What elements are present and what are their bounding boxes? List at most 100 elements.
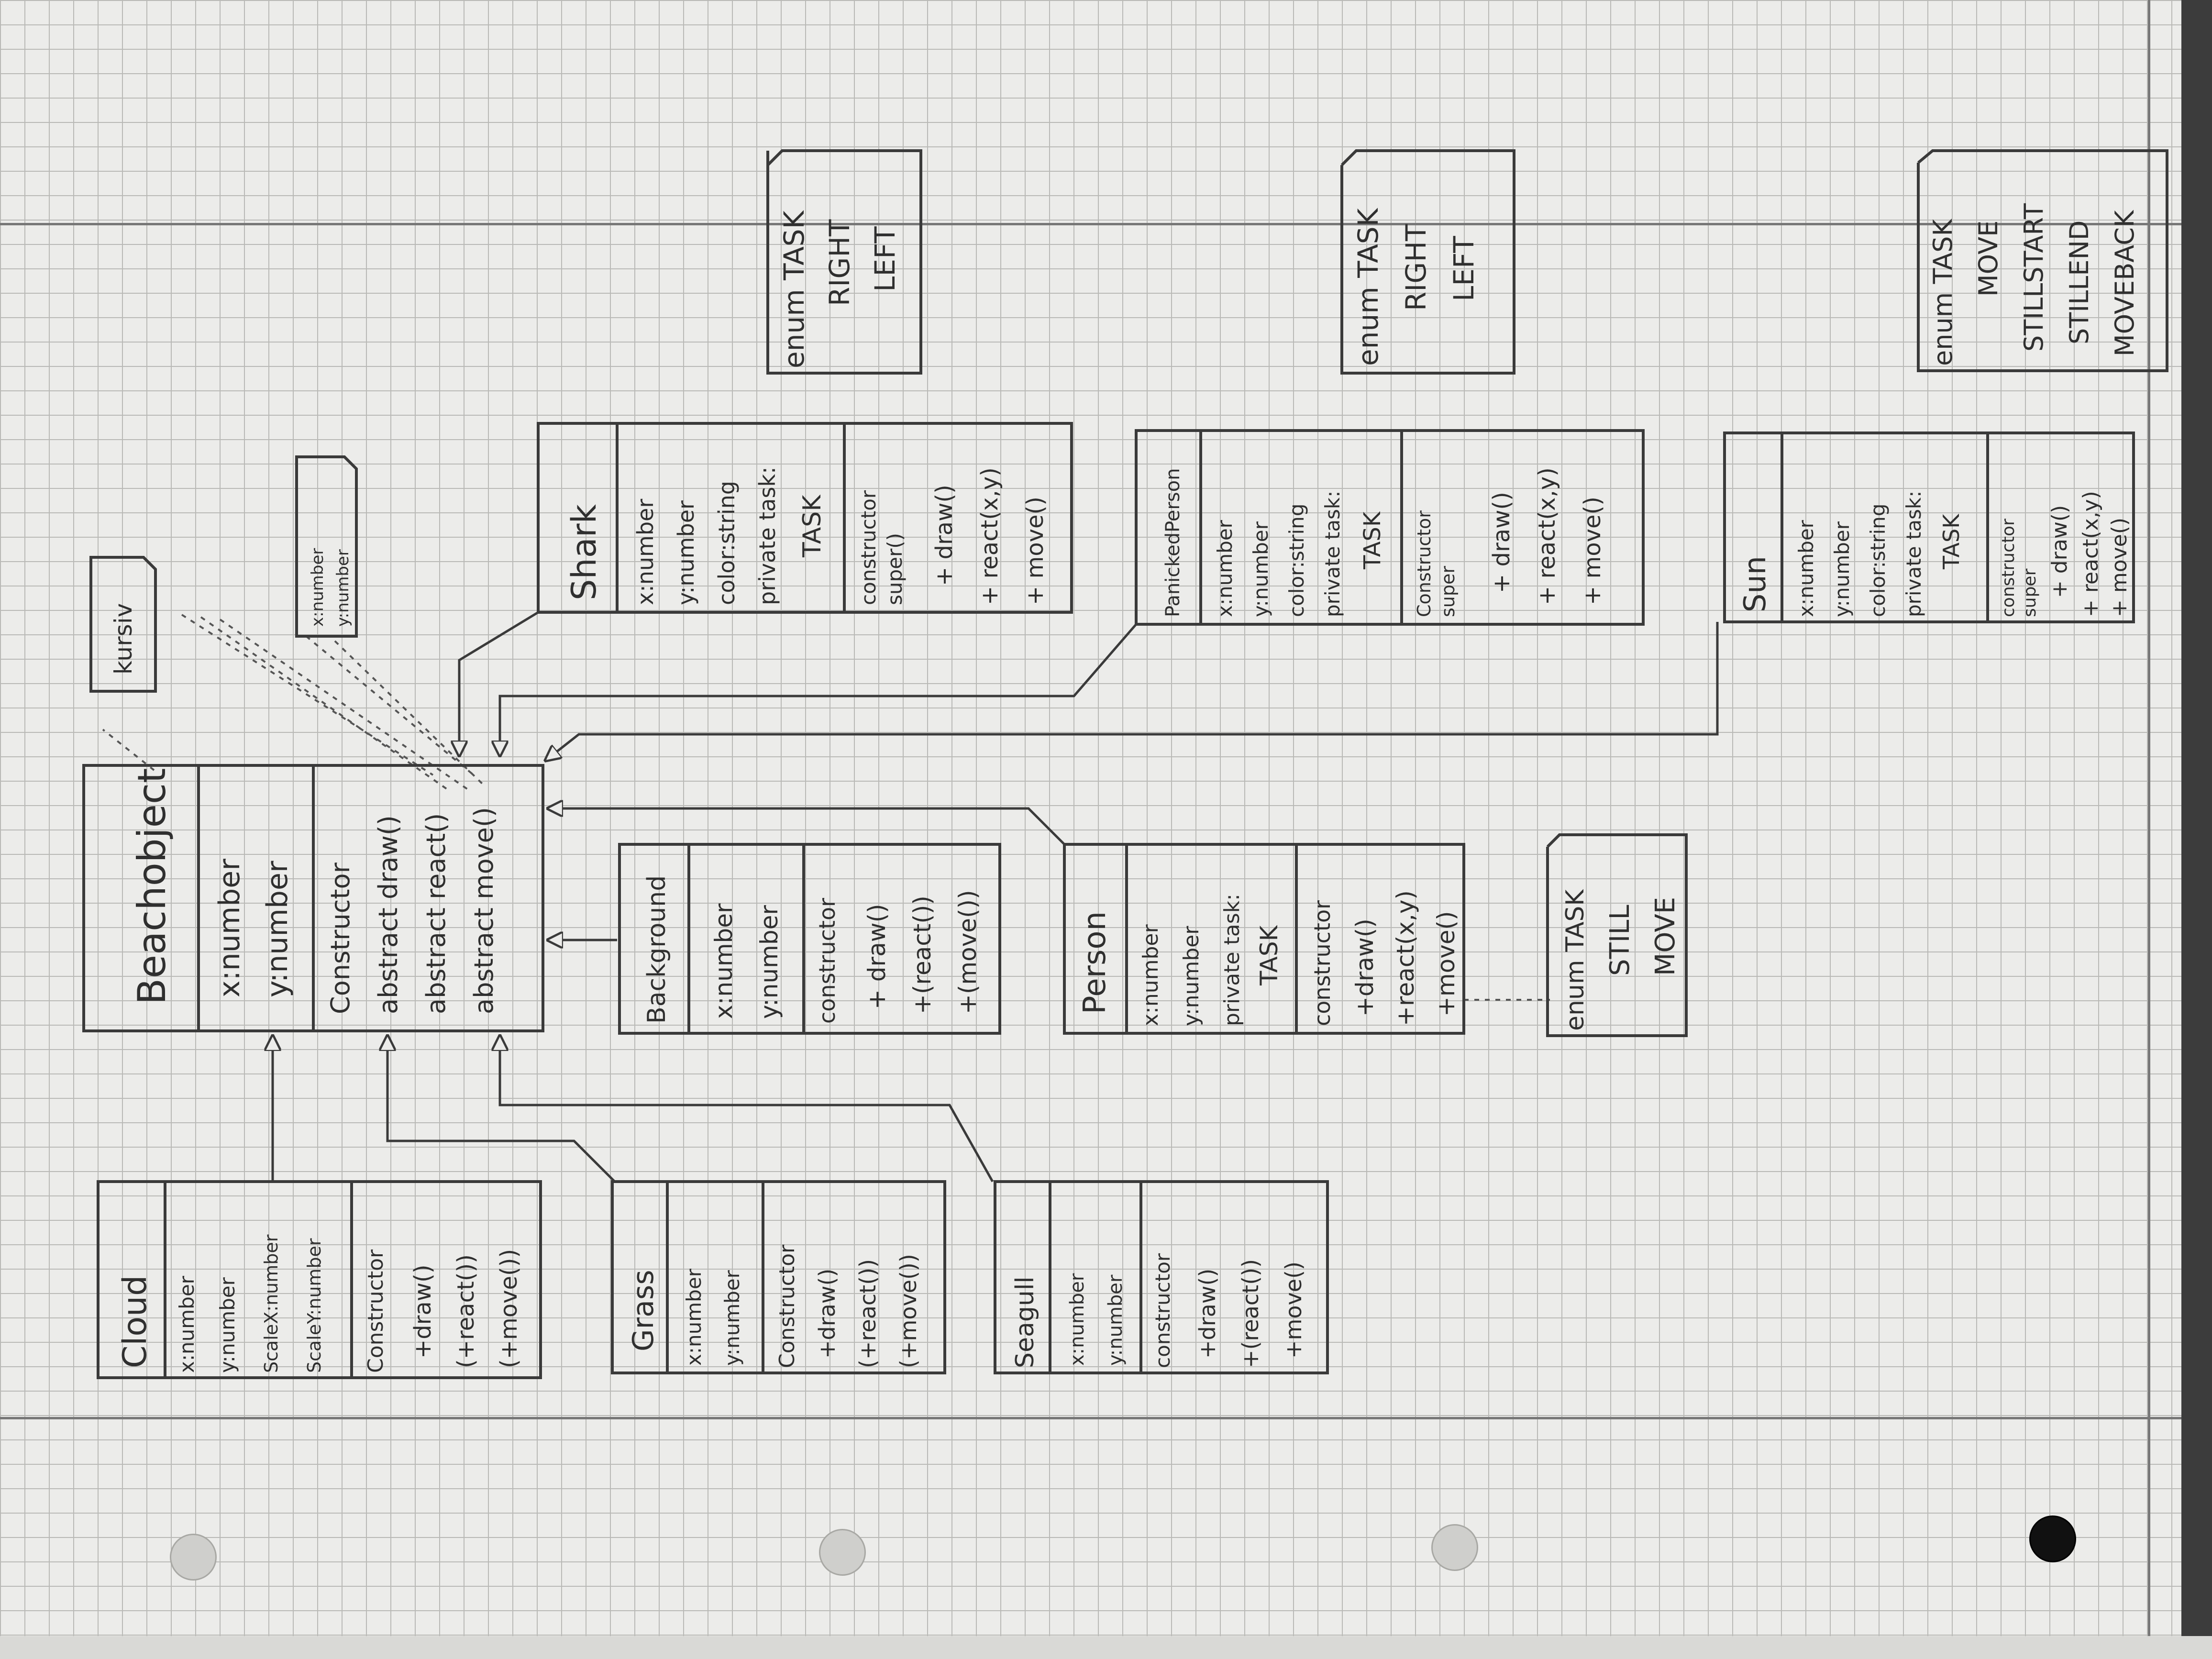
background-attr-x: x:number [710, 903, 738, 1019]
panickedperson-method-draw: + draw() [1488, 492, 1515, 593]
grass-method-react: (+react()) [855, 1259, 881, 1368]
kursiv-draw-dash [181, 614, 434, 776]
cloud-method-constructor: Constructor [364, 1249, 388, 1373]
shark-attr-color: color:string [714, 481, 740, 605]
person-attr-task-type: TASK [1255, 925, 1283, 986]
kursiv-move-dash [219, 619, 472, 793]
cloud-method-move: (+move()) [496, 1249, 522, 1368]
desk-edge [2181, 0, 2212, 1659]
shark-method-super: super() [883, 533, 907, 605]
shark-method-move: + move() [1022, 497, 1049, 605]
margin-line-bottom [0, 1417, 2181, 1419]
person-enum-title: enum TASK [1561, 889, 1590, 1031]
class-seagull: Seagull x:number y:number constructor +d… [994, 1180, 1329, 1374]
seagull-attr-x: x:number [1066, 1273, 1088, 1366]
enum-shark-task: enum TASK RIGHT LEFT [766, 149, 922, 375]
sun-name: Sun [1737, 556, 1772, 612]
panickedperson-inheritance-line [500, 623, 1137, 756]
person-enum-still: STILL [1604, 905, 1636, 976]
sun-attr-task-label: private task: [1902, 491, 1925, 617]
enum-sun-task: enum TASK MOVE STILLSTART STILLEND MOVEB… [1917, 149, 2168, 372]
panickedperson-name: PanickedPerson [1162, 468, 1184, 617]
background-method-constructor: constructor [814, 898, 840, 1024]
panickedperson-attr-x: x:number [1213, 520, 1237, 617]
sun-attr-task-type: TASK [1938, 513, 1964, 570]
class-beachobject: Beachobject x:number y:number Constructo… [82, 764, 544, 1032]
punch-hole-2 [819, 1529, 866, 1576]
enum-person-task: enum TASK STILL MOVE [1546, 833, 1688, 1037]
beachobject-attr-x: x:number [213, 859, 246, 997]
shark-attr-task-type: TASK [798, 494, 827, 558]
class-shark: Shark x:number y:number color:string pri… [537, 422, 1073, 614]
punch-hole-4 [2029, 1515, 2076, 1562]
kursiv-note: kursiv [89, 556, 157, 693]
xy-note-dash-2 [334, 640, 484, 785]
cloud-method-react: (+react()) [453, 1254, 479, 1368]
sun-method-react: + react(x,y) [2079, 491, 2103, 617]
shark-attr-y: y:number [673, 500, 699, 605]
grass-attr-y: y:number [720, 1270, 744, 1366]
sun-enum-stillstart: STILLSTART [2019, 203, 2049, 352]
shark-inheritance-line [459, 611, 539, 756]
class-panickedperson: PanickedPerson x:number y:number color:s… [1135, 429, 1645, 626]
panickedperson-method-super: super [1438, 566, 1459, 617]
kursiv-react-dash [200, 616, 448, 790]
seagull-method-react: +(react()) [1238, 1259, 1263, 1368]
grass-attr-x: x:number [682, 1268, 706, 1366]
kursiv-note-text: kursiv [110, 603, 137, 675]
margin-line-right [2148, 0, 2150, 1636]
xy-note: x:number y:number [295, 455, 358, 638]
enum-panickedperson-task: enum TASK RIGHT LEFT [1340, 149, 1515, 375]
cloud-attr-y: y:number [216, 1277, 239, 1373]
person-method-constructor: constructor [1309, 900, 1335, 1026]
background-attr-y: y:number [755, 905, 783, 1019]
panicked-enum-title: enum TASK [1352, 207, 1384, 366]
grass-method-move: (+move()) [896, 1254, 921, 1368]
seagull-method-constructor: constructor [1151, 1253, 1174, 1368]
person-method-move: +move() [1432, 911, 1460, 1017]
panicked-enum-right: RIGHT [1400, 224, 1432, 311]
grass-method-constructor: Constructor [775, 1244, 799, 1368]
sun-enum-moveback: MOVEBACK [2110, 210, 2140, 356]
graph-paper-sheet [0, 0, 2181, 1636]
margin-line-top [0, 223, 2181, 225]
seagull-method-draw: +draw() [1194, 1269, 1220, 1359]
sun-enum-stillend: STILLEND [2064, 221, 2094, 344]
shark-attr-x: x:number [632, 499, 658, 605]
sun-inheritance-line [545, 622, 1719, 761]
shark-enum-left: LEFT [869, 226, 901, 292]
panickedperson-attr-task-label: private task: [1321, 491, 1344, 617]
shark-enum-right: RIGHT [823, 219, 856, 306]
cloud-attr-x: x:number [175, 1275, 199, 1373]
sun-enum-move: MOVE [1973, 221, 2003, 297]
panickedperson-method-react: + react(x,y) [1534, 467, 1560, 605]
person-method-react: +react(x,y) [1392, 890, 1419, 1026]
beachobject-method-constructor: Constructor [325, 862, 355, 1014]
person-enum-move: MOVE [1650, 897, 1681, 976]
beachobject-attr-y: y:number [261, 861, 294, 997]
panickedperson-attr-color: color:string [1285, 504, 1308, 617]
grass-inheritance-line [387, 1036, 616, 1183]
beachobject-method-move: abstract move() [469, 807, 499, 1014]
panickedperson-attr-task-type: TASK [1359, 511, 1386, 570]
background-method-react: +(react()) [908, 896, 936, 1014]
seagull-method-move: +move() [1281, 1261, 1306, 1359]
sun-method-draw: + draw() [2047, 505, 2072, 598]
person-attr-task-label: private task: [1220, 894, 1244, 1026]
xy-note-x: x:number [308, 548, 327, 627]
panickedperson-method-move: + move() [1579, 497, 1606, 605]
background-method-move: +(move()) [954, 890, 982, 1014]
panicked-enum-left: LEFT [1448, 236, 1480, 301]
shark-attr-task-label: private task: [754, 466, 780, 605]
cloud-name: Cloud [116, 1275, 154, 1368]
cloud-method-draw: +draw() [409, 1264, 436, 1359]
sun-method-super: super [2020, 568, 2040, 617]
person-name: Person [1077, 911, 1113, 1014]
punch-hole-1 [170, 1534, 217, 1581]
class-sun: Sun x:number y:number color:string priva… [1723, 431, 2135, 623]
panickedperson-attr-y: y:number [1249, 521, 1272, 617]
grass-method-draw: +draw() [814, 1269, 840, 1359]
shark-method-constructor: constructor [857, 490, 880, 605]
punch-hole-3 [1431, 1524, 1478, 1571]
